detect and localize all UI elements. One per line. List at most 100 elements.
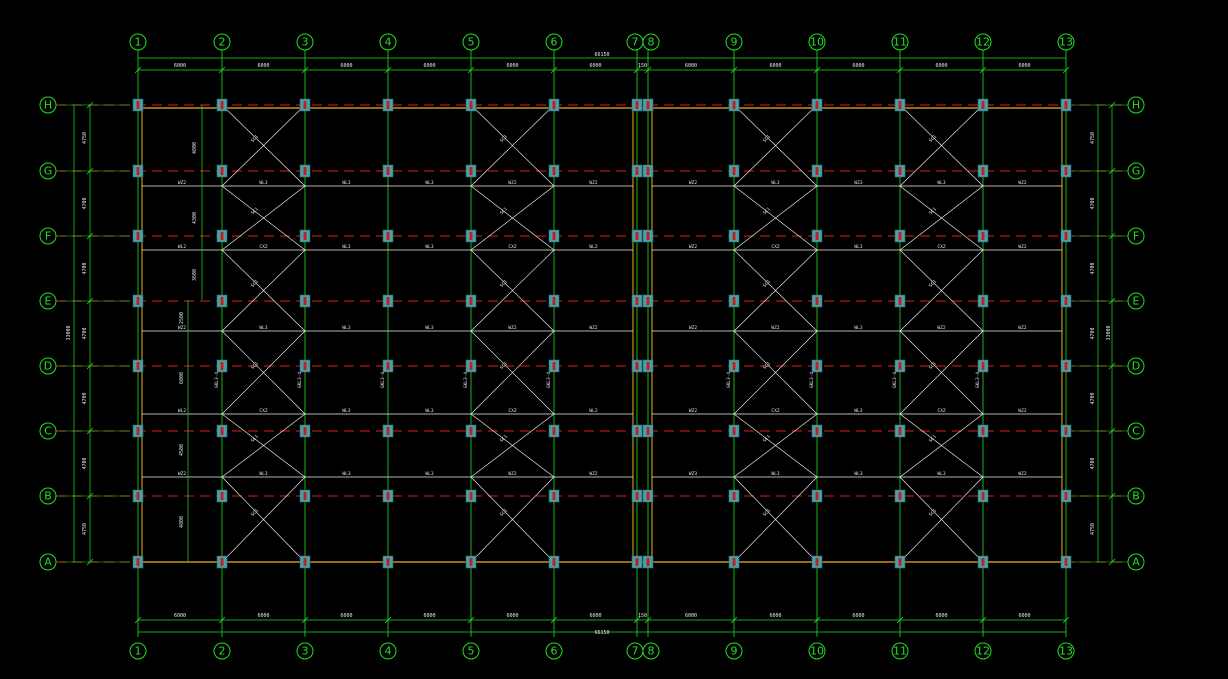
bracing-label: SC1: [762, 279, 772, 289]
dim-tick: [644, 66, 652, 74]
axis-label-6: 6: [551, 645, 558, 658]
bracing-line: [470, 249, 555, 332]
beam-label: WZ2: [178, 471, 186, 477]
axis-label-E: E: [1133, 295, 1140, 308]
beam-label: WZ2: [589, 471, 597, 477]
column-core: [386, 492, 390, 500]
dim-text-left: 4700: [82, 262, 88, 274]
beam-label: WL3: [342, 180, 350, 186]
dim-tick: [218, 616, 226, 624]
axis-bubble-2-bottom: [213, 642, 231, 660]
beam-label: WL3: [854, 325, 862, 331]
column-tag: GKL3-4: [546, 372, 552, 389]
beam-label: WZ2: [1018, 325, 1026, 331]
column-core: [646, 232, 650, 240]
axis-bubble-D-right: [1127, 357, 1145, 375]
beam-label: WL3: [937, 471, 945, 477]
bracing-line: [733, 330, 818, 415]
axis-label-D: D: [44, 360, 52, 373]
column-core: [732, 427, 736, 435]
dim-tick: [813, 66, 821, 74]
axis-bubble-G-right: [1127, 162, 1145, 180]
column-core: [136, 427, 140, 435]
dim-text-bottom: 6000: [340, 613, 352, 619]
dim-text-left: 4700: [82, 457, 88, 469]
beam-label: WZ2: [689, 244, 697, 250]
column-core: [635, 362, 639, 370]
beam-label: WZ2: [508, 325, 516, 331]
bracing-line: [899, 249, 984, 332]
axis-label-7: 7: [632, 645, 639, 658]
axis-bubble-8-bottom: [642, 642, 660, 660]
column-core: [898, 101, 902, 109]
beam-label: CXZ: [259, 244, 267, 250]
bracing-label: SC1: [499, 508, 509, 518]
axis-bubble-9-top: [725, 33, 743, 51]
axis-bubble-B-right: [1127, 487, 1145, 505]
bracing-line: [470, 185, 555, 251]
dim-text-left: 4750: [82, 132, 88, 144]
axis-label-6: 6: [551, 36, 558, 49]
axis-bubble-5-bottom: [462, 642, 480, 660]
bracing-line: [470, 104, 555, 187]
column-core: [303, 232, 307, 240]
axis-bubble-B-left: [39, 487, 57, 505]
beam-label: WL3: [342, 244, 350, 250]
dim-text-top: 6000: [852, 63, 864, 69]
dim-text-top: 6000: [174, 63, 186, 69]
axis-bubble-13-top: [1057, 33, 1075, 51]
column-core: [386, 232, 390, 240]
column-core: [386, 362, 390, 370]
column-core: [898, 232, 902, 240]
dim-text-right: 4750: [1090, 523, 1096, 535]
column-core: [635, 297, 639, 305]
column-core: [552, 492, 556, 500]
axis-bubble-C-left: [39, 422, 57, 440]
inner-dim-text: 2500: [179, 312, 185, 324]
column-core: [552, 362, 556, 370]
column-core: [136, 101, 140, 109]
bracing-label: SC1: [499, 134, 509, 144]
bracing-label: SC1: [250, 134, 260, 144]
bracing-line: [733, 249, 818, 332]
dim-text-bottom: 6000: [257, 613, 269, 619]
dim-text-bottom: 6000: [852, 613, 864, 619]
dim-text-top: 6000: [589, 63, 601, 69]
column-core: [386, 427, 390, 435]
axis-bubble-A-left: [39, 553, 57, 571]
bracing-label: SC1: [250, 508, 260, 518]
bracing-label: SC1: [762, 206, 772, 216]
column-core: [303, 167, 307, 175]
column-core: [552, 558, 556, 566]
axis-label-9: 9: [731, 645, 738, 658]
dim-tick: [813, 616, 821, 624]
column-core: [1064, 167, 1068, 175]
axis-label-A: A: [44, 556, 52, 569]
column-core: [303, 297, 307, 305]
column-core: [646, 427, 650, 435]
column-core: [469, 492, 473, 500]
axis-label-1: 1: [135, 645, 142, 658]
dim-tick: [301, 66, 309, 74]
bracing-line: [221, 413, 306, 478]
column-core: [220, 297, 224, 305]
axis-label-G: G: [1132, 165, 1141, 178]
dim-tick: [134, 66, 142, 74]
bracing-label: SC1: [928, 206, 938, 216]
column-core: [646, 492, 650, 500]
inner-dim-text: 4300: [192, 212, 198, 224]
column-core: [136, 558, 140, 566]
dim-tick: [896, 616, 904, 624]
axis-bubble-11-top: [891, 33, 909, 51]
bracing-line: [899, 104, 984, 187]
axis-bubble-G-left: [39, 162, 57, 180]
axis-label-H: H: [1132, 99, 1140, 112]
beam-label: CXZ: [771, 408, 779, 414]
inner-dim-text: 4800: [192, 142, 198, 154]
axis-label-10: 10: [810, 645, 824, 658]
beam-label: CXZ: [771, 244, 779, 250]
bracing-line: [733, 413, 818, 478]
column-core: [981, 362, 985, 370]
axis-label-C: C: [44, 425, 52, 438]
beam-label: WL3: [259, 180, 267, 186]
